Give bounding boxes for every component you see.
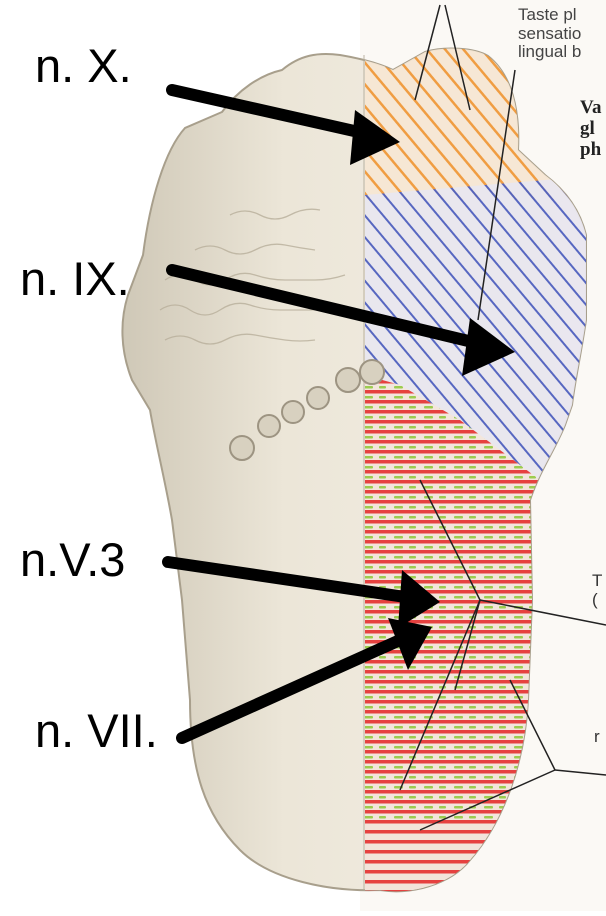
caption-r-mark: r [594, 728, 600, 747]
caption-t-line-2: ( [592, 591, 602, 610]
label-mandibular-nerve: n.V.3 [20, 536, 125, 583]
label-glossopharyngeal-nerve: n. IX. [20, 255, 130, 302]
label-vagus-nerve: n. X. [35, 42, 132, 89]
caption-taste-line-2: sensatio [518, 25, 581, 44]
caption-vagus-glossopharyngeal: Va gl ph [580, 98, 601, 161]
caption-t-line-1: T [592, 572, 602, 591]
caption-taste-line-3: lingual b [518, 43, 581, 62]
caption-taste: Taste pl sensatio lingual b [518, 6, 581, 62]
caption-taste-line-1: Taste pl [518, 6, 581, 25]
caption-bold-line-3: ph [580, 140, 601, 161]
caption-bold-line-1: Va [580, 98, 601, 119]
label-facial-nerve: n. VII. [35, 707, 158, 754]
caption-t-mark: T ( [592, 572, 602, 609]
caption-bold-line-2: gl [580, 119, 601, 140]
